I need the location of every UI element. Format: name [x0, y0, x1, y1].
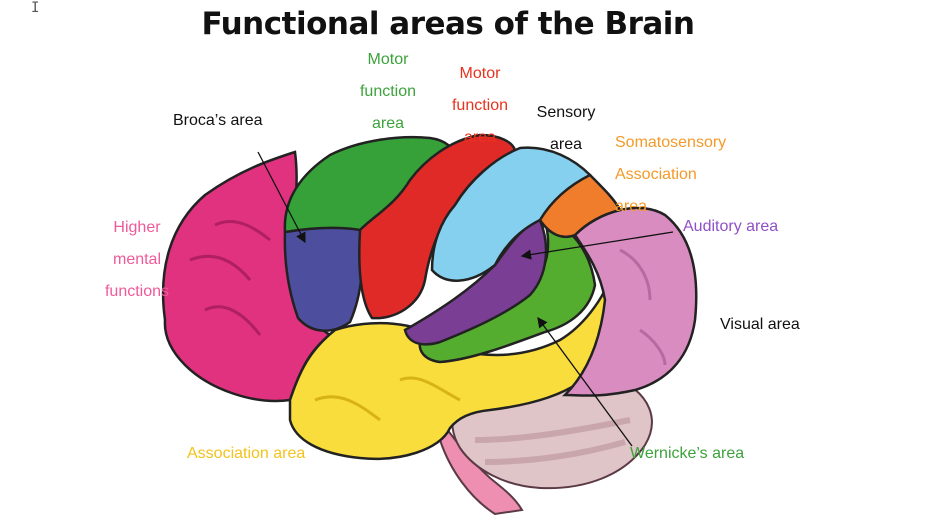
- somato-line3: area: [615, 198, 648, 215]
- motor-red-line3: area: [463, 129, 497, 146]
- motor-red-line1: Motor: [459, 65, 501, 82]
- somato-line2: Association: [615, 166, 697, 183]
- motor-function-green-label: Motor function area: [352, 44, 424, 140]
- auditory-label: Auditory area: [683, 218, 779, 235]
- auditory-pointer: [520, 231, 674, 260]
- motor-red-line2: function: [451, 97, 509, 114]
- higher-line1: Higher: [113, 219, 161, 236]
- visual-region: [561, 206, 698, 397]
- visual-label: Visual area: [720, 316, 800, 333]
- somato-line1: Somatosensory: [615, 134, 727, 151]
- higher-line3: functions: [104, 283, 170, 300]
- wernickes-pointer: [537, 316, 633, 447]
- association-label: Association area: [187, 445, 306, 462]
- sensory-line1: Sensory: [536, 104, 596, 121]
- wernickes-label: Wernicke’s area: [630, 445, 745, 462]
- motor-green-line3: area: [371, 115, 405, 132]
- text-cursor-icon: I: [31, 0, 40, 16]
- brocas-region: [283, 225, 364, 332]
- motor-green-line2: function: [359, 83, 417, 100]
- motor-green-line1: Motor: [367, 51, 409, 68]
- sensory-line2: area: [549, 136, 583, 153]
- auditory-region: [403, 218, 548, 346]
- higher-line2: mental: [112, 251, 162, 268]
- somatosensory-region: [538, 173, 622, 239]
- somatosensory-label: Somatosensory Association area: [615, 127, 726, 223]
- diagram-title: Functional areas of the Brain: [201, 6, 695, 42]
- higher-functions-label: Higher mental functions: [90, 212, 184, 308]
- brocas-label: Broca’s area: [173, 112, 263, 129]
- sensory-label: Sensory area: [530, 97, 602, 161]
- motor-function-red-label: Motor function area: [444, 58, 516, 154]
- brocas-pointer: [257, 151, 306, 244]
